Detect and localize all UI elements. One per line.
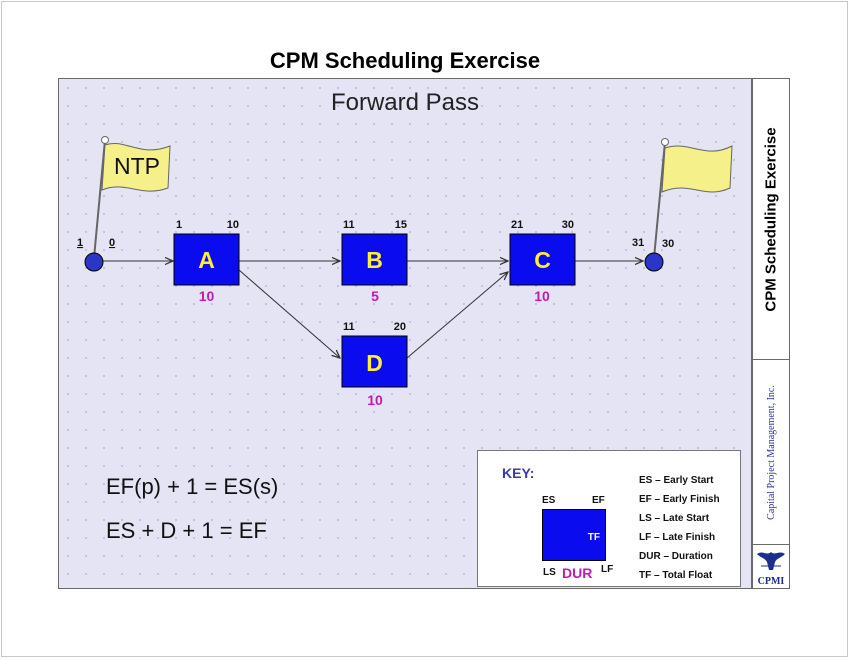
activity-a-letter: A xyxy=(198,247,215,273)
key-lf-label: LF xyxy=(601,564,614,575)
start-flag: NTP xyxy=(93,136,171,259)
arrow-d-to-c xyxy=(406,272,508,359)
side-divider xyxy=(753,359,789,360)
end-flag xyxy=(653,138,733,259)
end-node xyxy=(644,252,664,272)
side-panel: CPM Scheduling Exercise Capital Project … xyxy=(752,78,790,589)
key-title: KEY: xyxy=(502,465,535,481)
side-company-text: Capital Project Management, Inc. xyxy=(765,384,777,520)
activity-a-es: 1 xyxy=(176,219,182,231)
key-legend-item: ES – Early Start xyxy=(639,475,714,486)
activity-c-duration: 10 xyxy=(534,288,550,304)
activity-b-es: 11 xyxy=(343,219,355,231)
key-sample-activity: TF xyxy=(542,509,606,561)
logo-text: CPMI xyxy=(757,576,785,587)
key-legend-item: DUR – Duration xyxy=(639,551,713,562)
activity-c: C 21 30 10 xyxy=(509,219,576,304)
end-node-right-label: 30 xyxy=(662,238,674,250)
key-legend-item: EF – Early Finish xyxy=(639,494,720,505)
side-company: Capital Project Management, Inc. xyxy=(753,361,789,543)
activity-b-letter: B xyxy=(366,247,383,273)
start-flag-label: NTP xyxy=(114,153,160,179)
start-node xyxy=(84,252,104,272)
side-divider xyxy=(753,544,789,545)
activity-b: B 11 15 5 xyxy=(341,219,408,304)
arrow-a-to-d xyxy=(238,269,340,358)
key-legend-list: ES – Early Start EF – Early Finish LS – … xyxy=(639,471,720,585)
activity-d-duration: 10 xyxy=(367,392,383,408)
end-node-left-label: 31 xyxy=(632,237,644,249)
activity-d-es: 11 xyxy=(343,321,355,333)
key-legend-item: LS – Late Start xyxy=(639,513,710,524)
activity-a: A 1 10 10 xyxy=(173,219,240,304)
key-legend-box: KEY: ES EF TF LS DUR LF ES – Early Start… xyxy=(477,450,741,587)
start-node-right-label: 0 xyxy=(109,237,115,249)
side-title: CPM Scheduling Exercise xyxy=(753,79,789,359)
formula-early-finish: ES + D + 1 = EF xyxy=(106,518,267,543)
key-ef-label: EF xyxy=(592,495,605,506)
formula-successor-start: EF(p) + 1 = ES(s) xyxy=(106,474,279,499)
activity-c-es: 21 xyxy=(511,219,523,231)
activity-a-ef: 10 xyxy=(227,219,239,231)
start-node-left-label: 1 xyxy=(77,237,83,249)
activity-c-ef: 30 xyxy=(562,219,574,231)
key-dur-label: DUR xyxy=(562,565,593,581)
key-legend-item: LF – Late Finish xyxy=(639,532,716,543)
activity-c-letter: C xyxy=(534,247,551,273)
key-es-label: ES xyxy=(542,495,556,506)
key-tf-label: TF xyxy=(587,532,600,543)
key-legend-item: TF – Total Float xyxy=(639,570,713,581)
activity-b-ef: 15 xyxy=(395,219,407,231)
side-title-text: CPM Scheduling Exercise xyxy=(762,126,780,312)
activity-d-letter: D xyxy=(366,350,383,376)
page-title: CPM Scheduling Exercise xyxy=(269,48,541,73)
diagram-subtitle: Forward Pass xyxy=(330,89,480,116)
eagle-icon xyxy=(757,552,785,570)
activity-b-duration: 5 xyxy=(371,288,379,304)
key-ls-label: LS xyxy=(543,567,556,578)
activity-a-duration: 10 xyxy=(199,288,215,304)
activity-d-ef: 20 xyxy=(394,321,406,333)
company-logo: CPMI xyxy=(753,546,789,588)
activity-d: D 11 20 10 xyxy=(341,321,408,408)
